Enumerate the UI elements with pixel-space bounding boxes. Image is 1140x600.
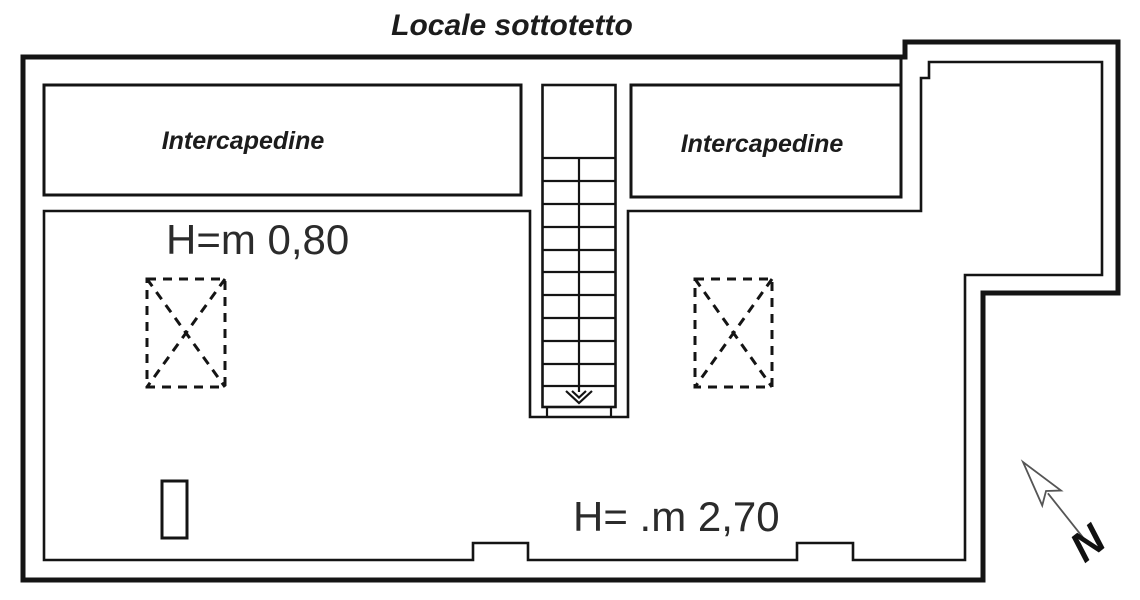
staircase: [541, 83, 617, 416]
height-main-label: H= .m 2,70: [573, 493, 780, 540]
plan-title: Locale sottotetto: [391, 9, 633, 42]
north-arrow-shaft: [1047, 492, 1086, 541]
skylight-left: [145, 277, 227, 389]
north-arrow: N: [1020, 459, 1115, 571]
stair-down-arrow-icon: [565, 390, 593, 405]
interior-room-boundary: [42, 60, 1104, 562]
pillar: [160, 479, 189, 540]
cavity-right-label: Intercapedine: [681, 130, 844, 158]
north-label: N: [1061, 514, 1115, 571]
stairwell-outline: [541, 83, 617, 409]
cavity-left-label: Intercapedine: [162, 127, 325, 155]
skylight-right: [693, 277, 774, 389]
exterior-wall-outline: [20, 39, 1121, 583]
cavity-right-box: [629, 83, 903, 199]
cavity-left-box: [42, 83, 523, 197]
north-arrow-head-icon: [1020, 459, 1064, 509]
height-low-label: H=m 0,80: [166, 216, 349, 263]
